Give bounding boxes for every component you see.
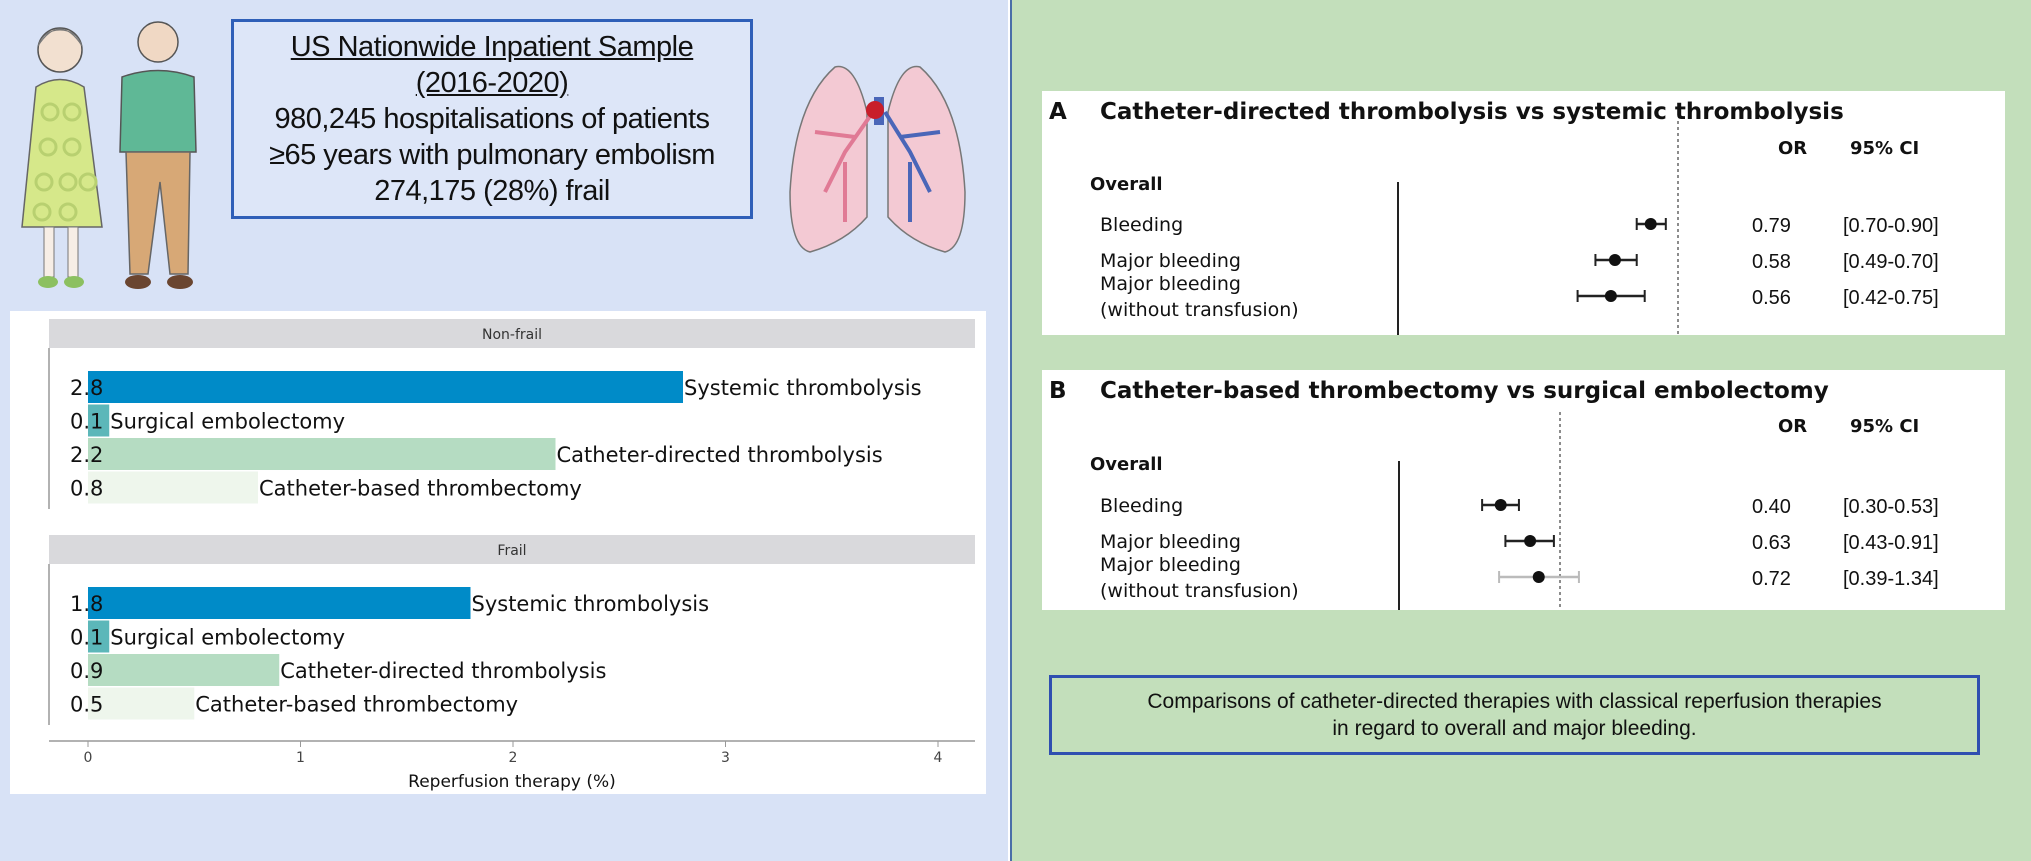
lungs-embolism-illustration-icon	[789, 65, 966, 253]
forest-panel-b	[1042, 370, 2005, 610]
bar-category-label: Catheter-directed thrombolysis	[557, 443, 883, 467]
x-tick-label: 2	[509, 750, 518, 766]
study-summary-box: US Nationwide Inpatient Sample (2016-202…	[231, 19, 753, 219]
outcome-label-sub: (without transfusion)	[1100, 580, 1299, 602]
x-tick-label: 3	[721, 750, 730, 766]
bar-value-label: 0.8	[70, 477, 103, 501]
confidence-interval-value: [0.70-0.90]	[1843, 215, 1939, 237]
odds-ratio-point	[1604, 290, 1617, 302]
facet-strip	[49, 319, 975, 348]
bar-value-label: 0.1	[70, 410, 103, 434]
ci-column-header: 95% CI	[1850, 138, 1919, 159]
confidence-interval-value: [0.39-1.34]	[1843, 568, 1939, 590]
confidence-interval-value: [0.42-0.75]	[1843, 287, 1939, 309]
or-column-header: OR	[1778, 416, 1807, 437]
study-hospitalisations: 980,245 hospitalisations of patients	[274, 103, 710, 135]
odds-ratio-value: 0.40	[1752, 496, 1791, 518]
confidence-interval-value: [0.30-0.53]	[1843, 496, 1939, 518]
x-tick-label: 1	[296, 750, 305, 766]
ci-column-header: 95% CI	[1850, 416, 1919, 437]
bar-value-label: 1.8	[70, 592, 103, 616]
bar	[88, 404, 110, 437]
bar	[88, 654, 280, 686]
forest-title: Catheter-based thrombectomy vs surgical …	[1100, 378, 1829, 404]
odds-ratio-point	[1644, 218, 1657, 230]
odds-ratio-value: 0.72	[1752, 568, 1791, 590]
outcome-label: Major bleeding	[1100, 250, 1241, 272]
forest-panel-letter: A	[1049, 99, 1067, 125]
bar-category-label: Catheter-based thrombectomy	[195, 693, 518, 717]
forest-panel-a	[1042, 91, 2005, 335]
study-frail-count: 274,175 (28%) frail	[374, 175, 610, 207]
bar	[88, 620, 110, 653]
facet-strip	[49, 535, 975, 564]
study-period: (2016-2020)	[415, 67, 569, 99]
bar	[88, 438, 556, 470]
bar-value-label: 0.9	[70, 659, 103, 683]
study-source: US Nationwide Inpatient Sample	[290, 31, 694, 63]
facet-title: Frail	[497, 543, 526, 559]
odds-ratio-point	[1608, 254, 1621, 266]
confidence-interval-value: [0.43-0.91]	[1843, 532, 1939, 554]
caption-box: Comparisons of catheter-directed therapi…	[1049, 675, 1980, 755]
outcome-label: Major bleeding	[1100, 531, 1241, 553]
x-tick-label: 4	[934, 750, 943, 766]
outcome-label: Major bleeding	[1100, 554, 1241, 576]
bar-value-label: 2.8	[70, 376, 103, 400]
caption-line-1: Comparisons of catheter-directed therapi…	[1147, 690, 1882, 713]
outcome-label: Bleeding	[1100, 495, 1183, 517]
odds-ratio-point	[1524, 535, 1537, 547]
bar-category-label: Surgical embolectomy	[110, 626, 345, 650]
odds-ratio-point	[1532, 571, 1545, 583]
outcome-label: Bleeding	[1100, 214, 1183, 236]
bar	[88, 371, 683, 403]
odds-ratio-value: 0.79	[1752, 215, 1791, 237]
bar-category-label: Catheter-based thrombectomy	[259, 477, 582, 501]
odds-ratio-value: 0.63	[1752, 532, 1791, 554]
bar-category-label: Systemic thrombolysis	[472, 592, 710, 616]
elderly-couple-illustration-icon	[21, 21, 197, 289]
bar	[88, 687, 195, 720]
odds-ratio-value: 0.58	[1752, 251, 1791, 273]
x-tick-label: 0	[84, 750, 93, 766]
bar-value-label: 0.1	[70, 626, 103, 650]
x-axis-title: Reperfusion therapy (%)	[408, 772, 616, 792]
forest-title: Catheter-directed thrombolysis vs system…	[1100, 99, 1844, 125]
odds-ratio-point	[1494, 499, 1507, 511]
confidence-interval-value: [0.49-0.70]	[1843, 251, 1939, 273]
odds-ratio-value: 0.56	[1752, 287, 1791, 309]
caption-line-2: in regard to overall and major bleeding.	[1332, 717, 1697, 740]
outcome-label: Major bleeding	[1100, 273, 1241, 295]
bar	[88, 471, 258, 504]
group-label: Overall	[1090, 174, 1163, 195]
bar	[88, 587, 471, 619]
outcome-label-sub: (without transfusion)	[1100, 299, 1299, 321]
group-label: Overall	[1090, 454, 1163, 475]
or-column-header: OR	[1778, 138, 1807, 159]
bar-category-label: Surgical embolectomy	[110, 410, 345, 434]
bar-category-label: Systemic thrombolysis	[684, 376, 922, 400]
forest-panel-letter: B	[1049, 378, 1067, 404]
bar-category-label: Catheter-directed thrombolysis	[280, 659, 606, 683]
bar-value-label: 0.5	[70, 693, 103, 717]
study-population: ≥65 years with pulmonary embolism	[269, 139, 715, 171]
facet-title: Non-frail	[482, 327, 542, 343]
bar-value-label: 2.2	[70, 443, 103, 467]
